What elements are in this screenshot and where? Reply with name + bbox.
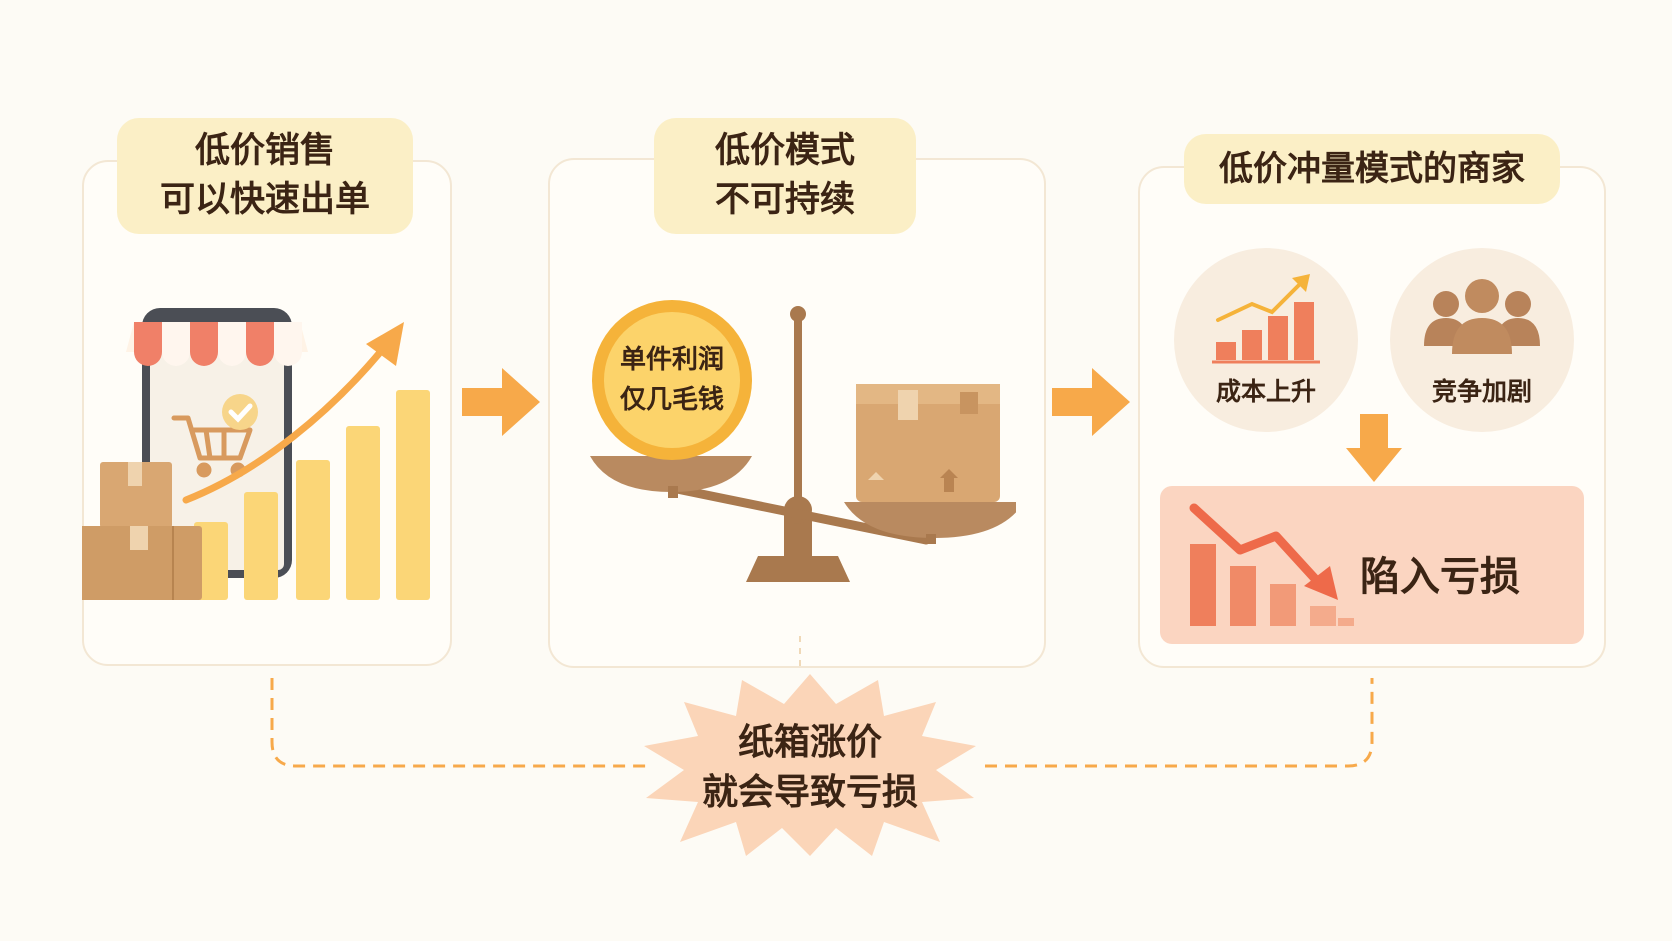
right-arrow-icon: [462, 368, 540, 436]
price-rise-burst: [644, 674, 976, 856]
right-arrow-icon: [1052, 368, 1130, 436]
panel1-title-line2: 可以快速出单: [159, 180, 370, 220]
panel3-title: 低价冲量模式的商家: [1184, 134, 1560, 204]
coin-icon: [592, 300, 752, 460]
sales-illustration: [82, 308, 430, 600]
falling-chart-icon: [1189, 503, 1354, 626]
panel3-title-text: 低价冲量模式的商家: [1219, 148, 1525, 189]
panel2-title-line2: 不可持续: [714, 180, 855, 220]
cost-up-circle: [1174, 248, 1358, 432]
balance-scale-icon: [590, 300, 1016, 582]
panel1-title: 低价销售 可以快速出单: [117, 118, 413, 234]
panel1-title-line1: 低价销售: [194, 131, 335, 171]
loss-label: 陷入亏损: [1360, 554, 1520, 600]
check-icon: [222, 394, 258, 430]
rising-bars: [194, 390, 430, 600]
burst-line2: 就会导致亏损: [701, 772, 918, 813]
rising-arrow-icon: [182, 322, 404, 504]
coin-text: 单件利润 仅几毛钱: [592, 340, 752, 420]
shopping-cart-icon: [171, 415, 253, 478]
cost-up-label: 成本上升: [1215, 377, 1316, 406]
coin-text-line2: 仅几毛钱: [619, 385, 724, 415]
cardboard-box-icon: [82, 462, 202, 600]
burst-line1: 纸箱涨价: [737, 722, 882, 763]
competition-circle: [1390, 248, 1574, 432]
competition-label: 竞争加剧: [1431, 377, 1532, 406]
coin-text-line1: 单件利润: [619, 345, 724, 375]
down-arrow-icon: [1346, 414, 1402, 482]
panel2-title-line1: 低价模式: [714, 131, 855, 171]
people-group-icon: [1424, 279, 1540, 354]
burst-text: 纸箱涨价 就会导致亏损: [650, 718, 970, 818]
cost-up-chart-icon: [1212, 274, 1320, 364]
cardboard-box-icon: [856, 384, 1000, 502]
panel2-title: 低价模式 不可持续: [654, 118, 916, 234]
